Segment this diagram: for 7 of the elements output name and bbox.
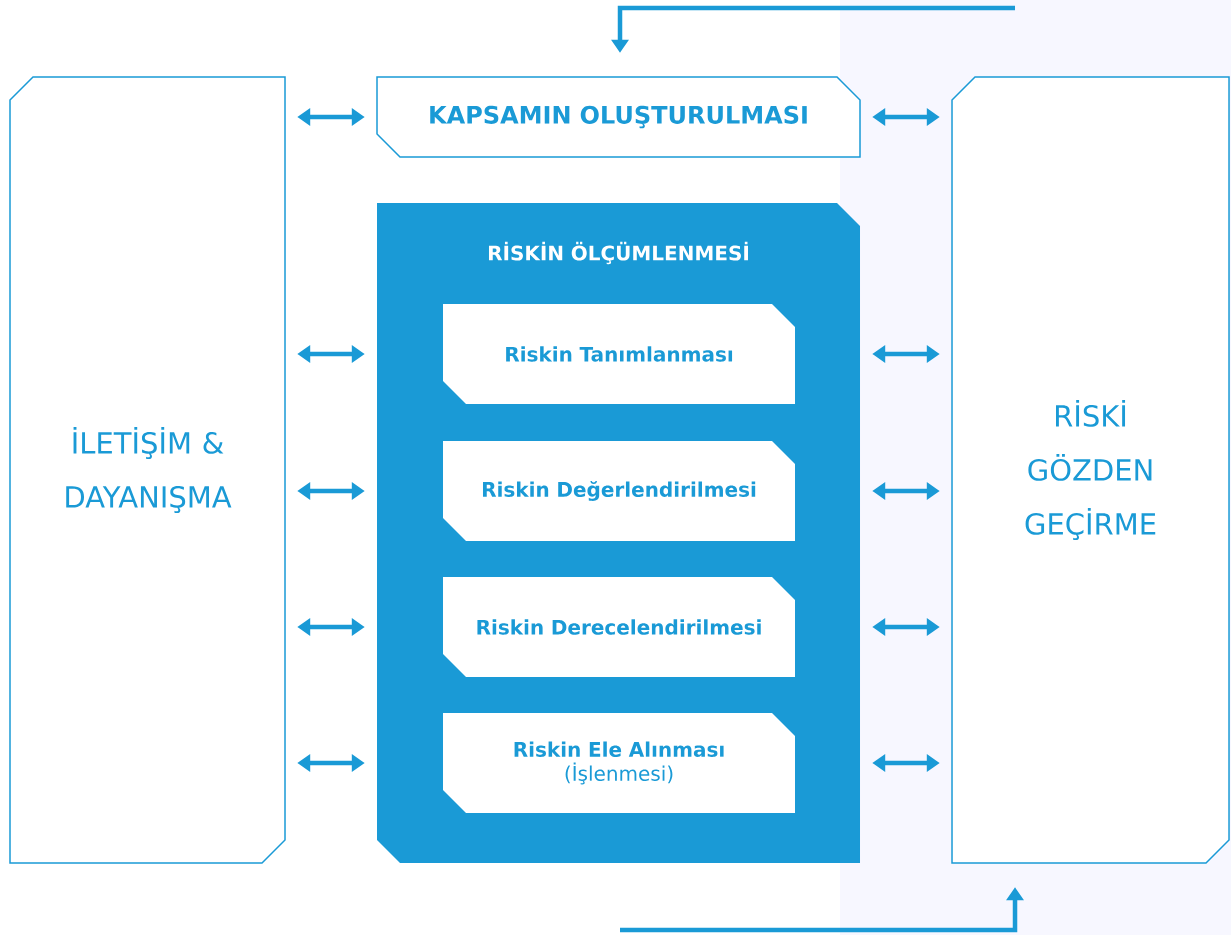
step-box: Riskin Derecelendirilmesi — [443, 577, 795, 677]
side-panel: İLETİŞİM & DAYANIŞMA — [9, 76, 286, 864]
stage-box: KAPSAMIN OLUŞTURULMASI — [376, 76, 861, 158]
side-panel: RİSKİ GÖZDEN GEÇİRME — [951, 76, 1230, 864]
step-box: Riskin Ele Alınması (İşlenmesi) — [443, 713, 795, 813]
step-box: Riskin Değerlendirilmesi — [443, 441, 795, 541]
step-box: Riskin Tanımlanması — [443, 304, 795, 404]
